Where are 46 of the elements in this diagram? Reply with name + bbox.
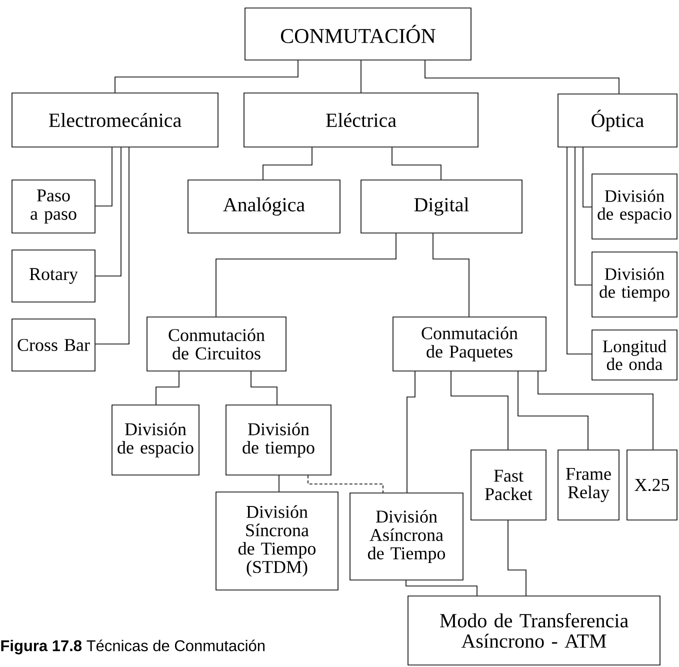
- connector-line: [95, 147, 122, 276]
- connector-line: [95, 147, 130, 344]
- box: Longitud de onda: [592, 330, 678, 380]
- box: Analógica: [188, 180, 340, 234]
- box: División de tiempo: [226, 404, 332, 476]
- box: X.25: [626, 450, 678, 520]
- connector-line: [406, 580, 478, 596]
- connector-line: [406, 371, 416, 493]
- connector-line: [114, 60, 298, 93]
- connector-line: [156, 371, 180, 405]
- connector-line: [216, 233, 396, 317]
- connector-line: [582, 147, 592, 208]
- box: Conmutación de Paquetes: [392, 316, 546, 372]
- connector-line: [566, 147, 592, 354]
- box: División Síncrona de Tiempo (STDM): [216, 492, 338, 590]
- connector-line: [278, 475, 280, 492]
- connector-line: [450, 371, 508, 450]
- box: División de espacio: [592, 174, 678, 240]
- connector-line: [262, 147, 312, 180]
- connector-line: [392, 147, 442, 180]
- connector-line: [95, 147, 112, 206]
- connector-line: [250, 371, 278, 405]
- connector-line: [508, 520, 526, 596]
- connector-line: [432, 233, 470, 317]
- connector-line: [518, 371, 588, 450]
- box: Modo de Transferencia Asíncrono - ATM: [408, 596, 660, 666]
- box: Paso a paso: [12, 180, 96, 234]
- connector-line: [538, 371, 654, 450]
- box: Fast Packet: [470, 450, 546, 520]
- box: División de espacio: [112, 404, 200, 476]
- box: Electromecánica: [12, 92, 218, 148]
- connector-line: [308, 475, 384, 493]
- box: Digital: [360, 180, 522, 234]
- box: Eléctrica: [244, 92, 478, 148]
- box: Frame Relay: [558, 450, 620, 520]
- connector-line: [424, 60, 620, 94]
- box: Cross Bar: [12, 318, 96, 372]
- figure-caption: Figura 17.8 Técnicas de Conmutación: [1, 640, 264, 654]
- box: CONMUTACIÓN: [244, 8, 472, 60]
- connector-line: [360, 60, 362, 93]
- connector-line: [574, 147, 592, 286]
- box: División de tiempo: [592, 252, 678, 318]
- box: Óptica: [558, 94, 678, 148]
- box: Conmutación de Circuitos: [146, 316, 286, 372]
- box: Rotary: [12, 250, 96, 302]
- box: División Asíncrona de Tiempo: [350, 492, 464, 580]
